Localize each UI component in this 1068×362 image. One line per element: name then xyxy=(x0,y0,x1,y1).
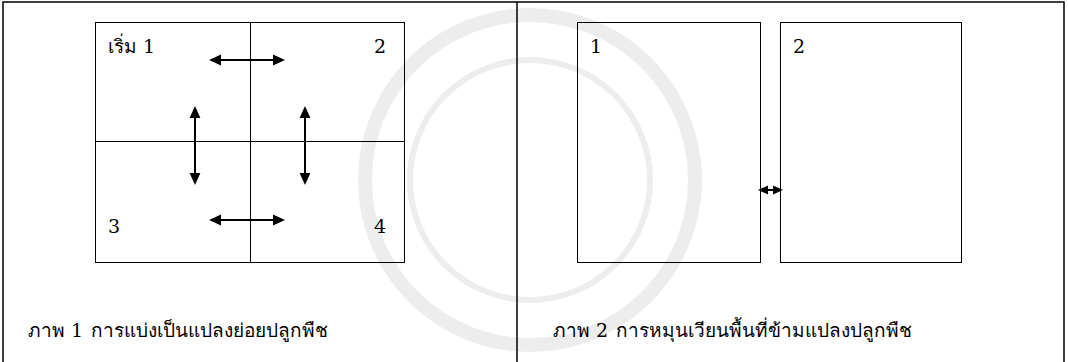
plot-box: เริ่ม 1 xyxy=(95,22,251,142)
figure-caption: การแบ่งเป็นแปลงย่อยปลูกพืช xyxy=(91,318,328,343)
plot-box: 1 xyxy=(577,22,761,263)
arrowhead xyxy=(190,173,201,185)
arrowhead xyxy=(300,106,311,118)
arrowhead xyxy=(773,186,783,195)
arrowhead xyxy=(209,55,221,66)
panel-frame xyxy=(3,2,1064,362)
arrowhead xyxy=(300,173,311,185)
plot-number: 3 xyxy=(108,215,120,238)
plot-number: 2 xyxy=(374,35,386,58)
watermark xyxy=(365,15,695,345)
arrowhead xyxy=(190,106,201,118)
panel-divider xyxy=(516,2,518,362)
arrow-line xyxy=(194,116,196,176)
arrowhead xyxy=(273,55,285,66)
plot-box: 2 xyxy=(250,22,405,142)
arrowhead xyxy=(758,186,768,195)
arrow-line xyxy=(304,116,306,176)
double-arrow xyxy=(209,55,285,66)
arrowhead xyxy=(273,215,285,226)
arrow-line xyxy=(219,59,276,61)
plot-number: 2 xyxy=(793,35,805,58)
double-arrow xyxy=(300,106,311,185)
plot-box: 2 xyxy=(780,22,962,263)
figure-caption: การหมุนเวียนพื้นที่ข้ามแปลงปลูกพืช xyxy=(616,318,912,343)
plot-number: 1 xyxy=(590,35,602,58)
plot-number: เริ่ม 1 xyxy=(108,35,155,58)
double-arrow xyxy=(190,106,201,185)
plot-number: 4 xyxy=(374,215,386,238)
double-arrow xyxy=(209,215,285,226)
figure-number: ภาพ 2 xyxy=(553,318,608,343)
figure-number: ภาพ 1 xyxy=(28,318,83,343)
plot-box: 3 xyxy=(95,141,251,263)
arrow-line xyxy=(219,219,276,221)
arrowhead xyxy=(209,215,221,226)
plot-box: 4 xyxy=(250,141,405,263)
